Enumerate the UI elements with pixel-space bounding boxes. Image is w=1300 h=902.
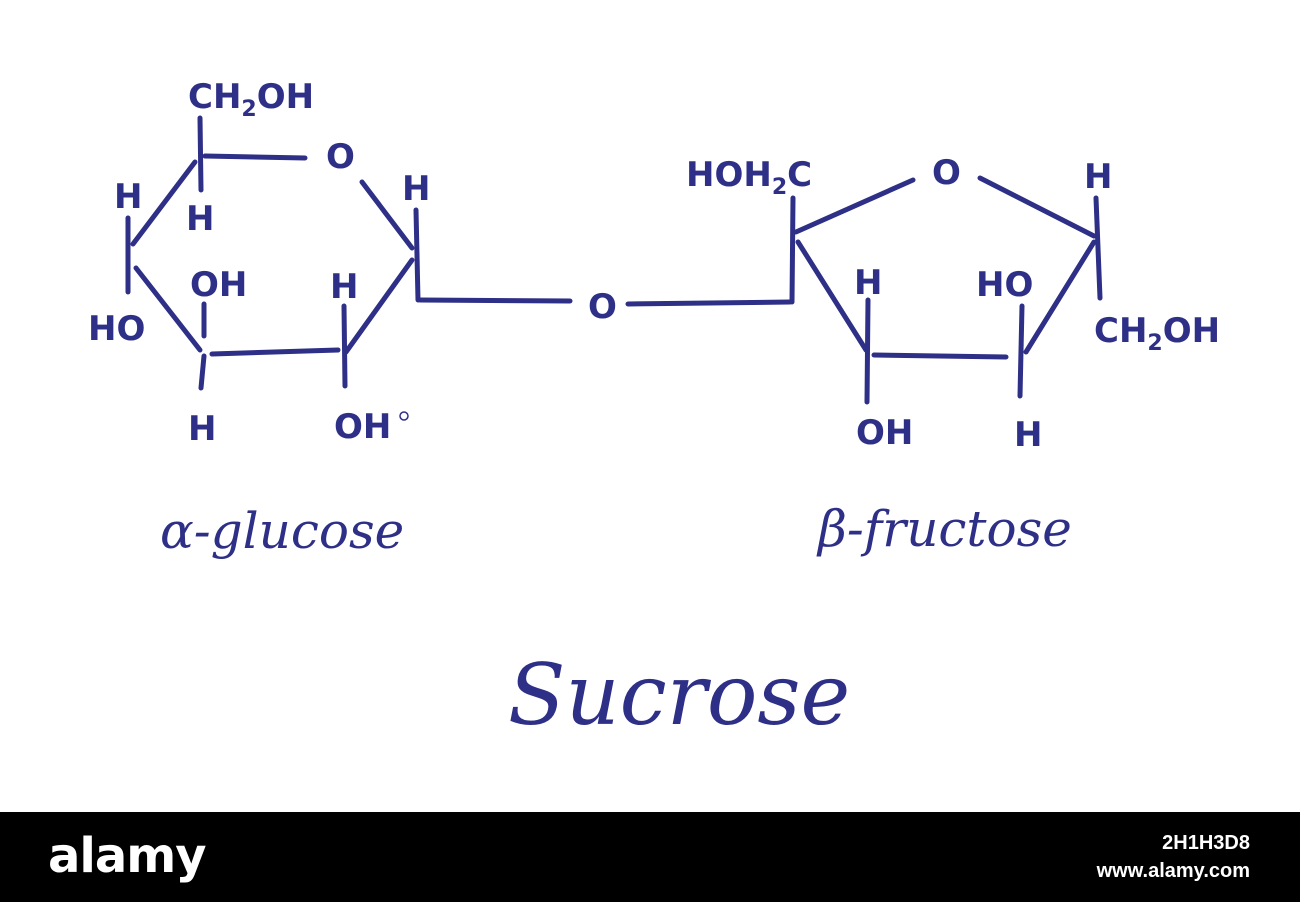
bond-c2-c3 [209,347,341,357]
glucose-c2-hydroxyl: OH [334,407,391,447]
glucose-ring-oxygen: O [326,137,355,177]
glucose-name-label: α-glucose [160,502,404,560]
alamy-logo: alamy [48,828,207,884]
bond-c2f-ring-o [793,177,916,235]
bond-c2f-c3f [795,239,869,353]
bond-lines [125,115,1103,405]
fructose-c3-hydrogen: H [854,263,882,303]
fructose-c5-hydrogen: H [1084,157,1112,197]
glucose-c2-hydrogen: H [330,267,358,307]
glucose-c1-hydrogen: H [402,169,430,209]
bond-c1-bridge-o [417,297,573,304]
fructose-hoh2c-label: HOH2C [686,155,812,200]
beta-fructose-structure: HOH2C O H H HO CH2OH OH H β-fructose [686,153,1220,558]
glucose-c4-hydroxyl: HO [88,309,145,349]
bond-ring-o-c5f [977,175,1097,239]
fructose-c4-hydrogen: H [1014,415,1042,455]
watermark-footer-bar: alamy 2H1H3D8 www.alamy.com [0,812,1300,902]
bond-c3-h [198,353,207,391]
bond-c1-h [413,207,421,303]
bond-ring-o-c1 [359,179,415,251]
bond-c4f-c5f [1023,239,1097,355]
fructose-ring-oxygen: O [932,153,961,193]
fructose-ch2oh-label: CH2OH [1094,311,1220,356]
diagram-title: Sucrose [508,646,850,744]
glucose-ch2oh-label: CH2OH [188,77,314,122]
bond-c2f-hoh2c [789,195,796,305]
bond-c5-ring-o [202,153,308,161]
image-id-label: 2H1H3D8 [1162,832,1250,854]
bond-c3f-h [864,297,871,405]
bond-c2-h [341,303,348,389]
alpha-glucose-structure: CH2OH O H H H OH H HO H OH α-glucose [88,77,430,560]
bond-c3f-c4f [871,352,1009,360]
bond-c5f-h [1093,195,1103,301]
glucose-c5-hydrogen: H [186,199,214,239]
bond-c5-ch2oh [197,115,204,193]
fructose-name-label: β-fructose [816,500,1072,558]
fructose-c3-hydroxyl: OH [856,413,913,453]
sucrose-structure-diagram: CH2OH O H H H OH H HO H OH α-glucose O H… [88,77,1221,744]
glucose-c3-hydrogen: H [188,409,216,449]
glucose-stray-dot [399,411,409,421]
glycosidic-oxygen: O [588,287,617,327]
fructose-c4-hydroxyl: HO [976,265,1033,305]
glucose-c4-hydrogen-top: H [114,177,142,217]
glucose-c3-hydroxyl: OH [190,265,247,305]
bond-c3-c4 [133,265,203,353]
bond-c4-c5 [130,159,198,247]
bond-c4f-oh [1017,303,1025,399]
bond-c1-c2 [343,257,415,355]
bond-bridge-o-c2f [625,299,793,307]
site-url-label: www.alamy.com [1096,860,1250,882]
